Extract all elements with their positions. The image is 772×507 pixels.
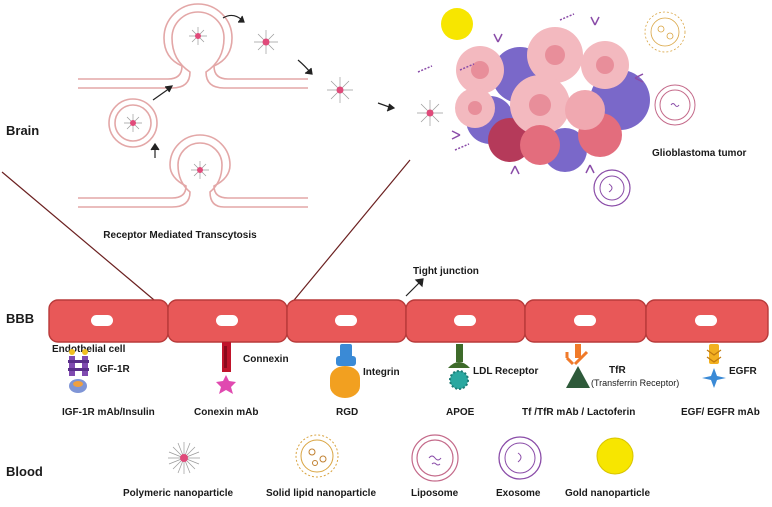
solid-lipid-nanoparticle-icon [295,434,339,478]
receptor-label-tfr: TfR [609,365,626,376]
legend-gold: Gold nanoparticle [565,488,650,499]
polymeric-nanoparticle-icon [168,442,200,474]
gold-nanoparticle-icon [596,437,634,475]
endothelial-cell [645,299,769,343]
ligand-label-rgd: RGD [336,407,358,418]
tumor-nanoparticles [417,8,696,207]
region-label-blood: Blood [6,464,43,479]
endothelial-cell [405,299,526,343]
receptor-label-egfr: EGFR [729,366,758,377]
igf1r-receptor-icon [68,349,89,393]
legend-polymeric: Polymeric nanoparticle [123,488,233,499]
ligand-label-igf1r: IGF-1R mAb/Insulin [62,407,155,418]
transcytosis-label: Receptor Mediated Transcytosis [103,230,257,241]
exosome-icon [498,436,542,480]
receptor-label-integrin: Integrin [363,367,400,378]
endothelial-cell [48,299,169,343]
liposome-icon [411,434,459,482]
connexin-receptor-icon [216,342,236,394]
transcytosis-panel [78,3,308,208]
endothelial-cell [167,299,288,343]
legend-exosome: Exosome [496,488,541,499]
ligand-label-tfr: Tf /TfR mAb / Lactoferin [522,407,635,418]
ldl-receptor-icon [448,344,470,390]
transcytosis-nanoparticles [124,27,443,179]
endothelial-cell-label: Endothelial cell [52,344,126,355]
egfr-receptor-icon [702,344,726,388]
tight-junction-arrow [405,278,424,297]
ligand-label-connexin: Conexin mAb [194,407,258,418]
tfr-receptor-icon [565,344,590,388]
region-label-brain: Brain [6,123,39,138]
zoom-line-right [289,159,411,306]
endothelial-cell [286,299,407,343]
transcytosis-arrows [150,14,396,158]
endothelial-layer [48,299,769,343]
receptor-label-igf1r: IGF-1R [97,364,131,375]
zoom-line-left [1,171,161,306]
receptor-label-ldl: LDL Receptor [473,366,538,377]
region-label-bbb: BBB [6,311,34,326]
legend-liposome: Liposome [411,488,459,499]
tight-junction-label: Tight junction [413,266,479,277]
tumor-label: Glioblastoma tumor [652,148,747,159]
glioblastoma-tumor [451,16,650,175]
ligand-label-apoe: APOE [446,407,475,418]
integrin-receptor-icon [330,344,360,398]
receptor-sublabel-tfr: (Transferrin Receptor) [591,378,679,388]
legend-solid-lipid: Solid lipid nanoparticle [266,488,376,499]
endothelial-cell [524,299,647,343]
ligand-label-egfr: EGF/ EGFR mAb [681,407,760,418]
receptor-label-connexin: Connexin [243,354,289,365]
